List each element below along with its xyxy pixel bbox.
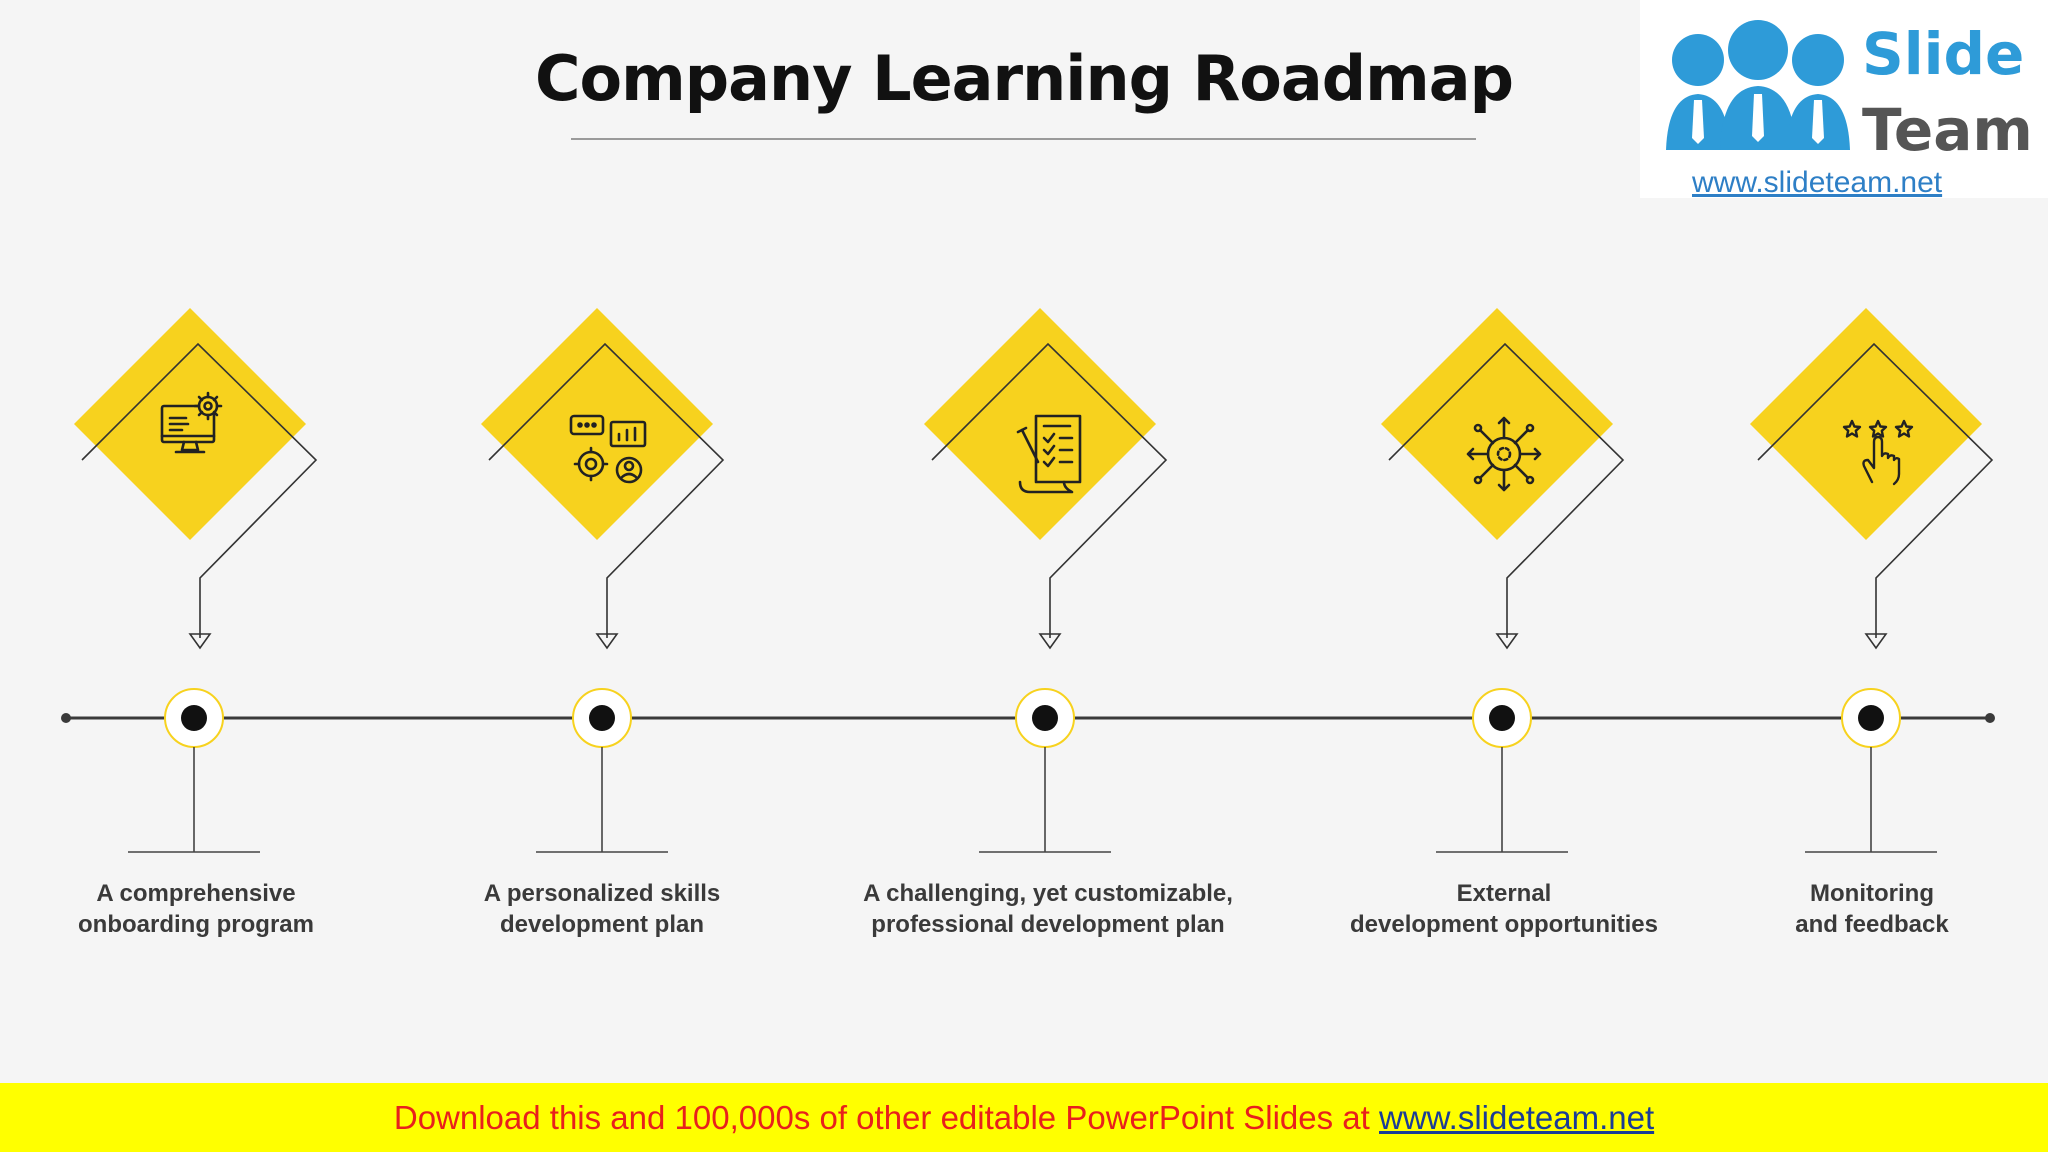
milestone-label-4: External development opportunities [1349,880,1658,938]
checklist-plan-icon [1016,414,1082,494]
marker-dot-2 [589,705,615,731]
milestone-3 [924,308,1168,853]
roadmap-graphic [61,308,1995,853]
milestone-label-2: A personalized skills development plan [483,880,721,938]
milestone-label-5: Monitoring and feedback [1795,880,1949,938]
diamond-outline-2 [488,342,725,638]
milestone-label-3: A challenging, yet customizable, profess… [863,880,1233,938]
diamond-outline-4 [1388,342,1625,638]
pointer-arrow-1 [188,633,212,650]
diamond-outline-1 [81,342,318,638]
marker-dot-3 [1032,705,1058,731]
pointer-arrow-4 [1495,633,1519,650]
people-logo-icon [1666,20,1850,150]
milestone-5 [1750,308,1994,853]
pointer-arrow-3 [1038,633,1062,650]
rating-feedback-icon [1842,419,1914,486]
external-network-icon [1466,416,1542,492]
slideteam-logo[interactable]: Slide Team www.slideteam.net [1640,0,2048,199]
title-divider [571,138,1476,140]
marker-dot-5 [1858,705,1884,731]
milestone-label-1: A comprehensive onboarding program [78,880,314,938]
banner-link[interactable]: www.slideteam.net [1379,1099,1655,1136]
milestone-2 [481,308,725,853]
diamond-4 [1381,308,1613,540]
milestone-1 [74,308,318,853]
timeline-end-dot [1985,713,1995,723]
diamond-3 [924,308,1156,540]
marker-dot-1 [181,705,207,731]
diamond-outline-3 [931,342,1168,638]
download-banner: Download this and 100,000s of other edit… [0,1083,2048,1152]
logo-url-link[interactable]: www.slideteam.net [1692,166,1943,199]
pointer-arrow-5 [1864,633,1888,650]
diamond-1 [74,308,306,540]
skills-development-icon [569,414,647,484]
milestone-4 [1381,308,1625,853]
banner-message: Download this and 100,000s of other edit… [393,1099,1655,1136]
diamond-5 [1750,308,1982,540]
logo-word-slide: Slide [1862,20,2025,88]
diamond-2 [481,308,713,540]
diamond-outline-5 [1757,342,1994,638]
logo-word-team: Team [1862,96,2033,164]
marker-dot-4 [1489,705,1515,731]
computer-gear-icon [160,391,223,454]
timeline-start-dot [61,713,71,723]
pointer-arrow-2 [595,633,619,650]
page-title: Company Learning Roadmap [535,42,1514,115]
